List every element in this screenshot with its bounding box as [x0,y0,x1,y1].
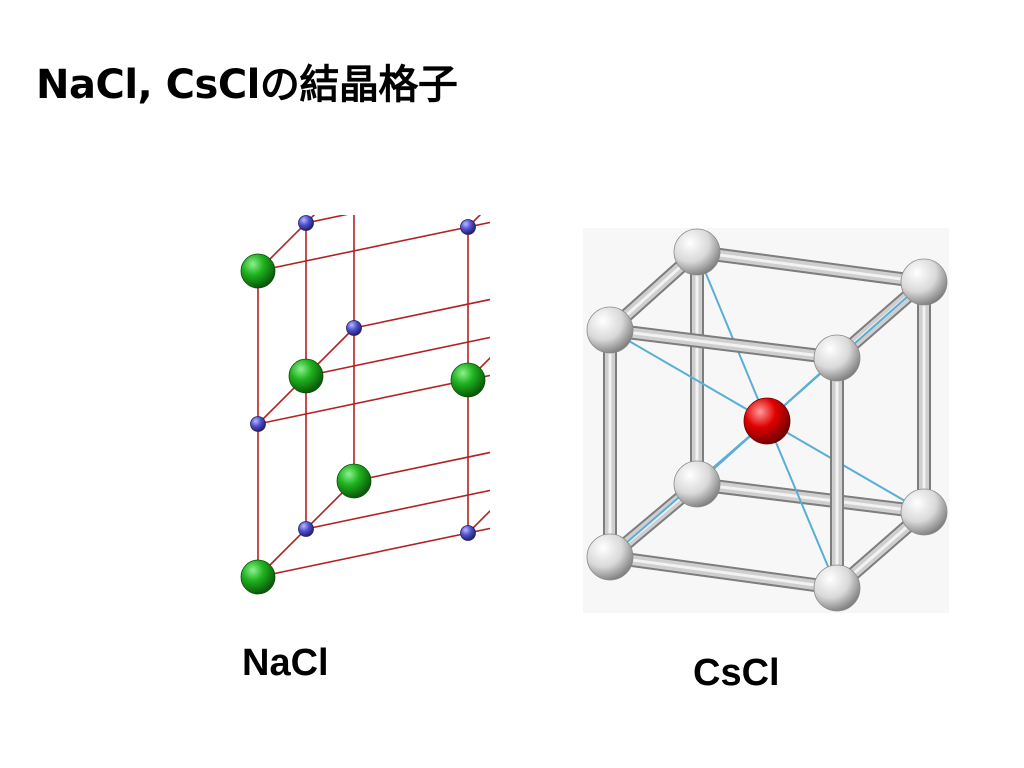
bond-line [305,489,490,530]
cl-corner-atom [900,488,948,536]
cl-ion [240,253,276,289]
bond-line [257,221,490,272]
cl-corner-atom [586,306,634,354]
cube-edge-rod [695,482,926,514]
bond-line [467,356,490,381]
body-diagonal-line [696,251,768,422]
cl-corner-atom [673,460,721,508]
nacl-caption: NaCl [242,642,329,684]
cscl-atoms [586,228,948,612]
bond-line [353,451,490,482]
na-ion [298,215,314,231]
cl-ion [450,362,486,398]
cl-corner-atom [586,533,634,581]
cl-ion [336,463,372,499]
cl-corner-atom [900,258,948,306]
cscl-caption: CsCl [693,652,780,694]
cube-edge-rod [695,250,926,284]
cl-ion [240,559,276,595]
na-ion [250,416,266,432]
na-ion [298,521,314,537]
cl-corner-atom [813,564,861,612]
cscl-lattice-diagram [583,228,949,613]
bond-line [353,298,490,329]
cs-center-atom [743,397,791,445]
cube-edge-rod [608,555,839,590]
body-diagonal-line [609,329,768,422]
na-ion [460,525,476,541]
body-diagonal-line [766,420,925,513]
nacl-lattice-diagram [240,215,490,595]
nacl-atoms [240,215,486,595]
slide-title: NaCl, CsClの結晶格子 [36,62,458,108]
cscl-rods [603,245,931,595]
bond-line [467,509,490,534]
cl-corner-atom [673,228,721,276]
cl-corner-atom [813,334,861,382]
nacl-bond-lines [257,215,490,578]
na-ion [346,320,362,336]
na-ion [460,219,476,235]
cl-ion [288,358,324,394]
body-diagonal-line [766,420,838,589]
bond-line [257,527,490,578]
cube-edge-rod [608,328,839,360]
bond-line [305,336,490,377]
